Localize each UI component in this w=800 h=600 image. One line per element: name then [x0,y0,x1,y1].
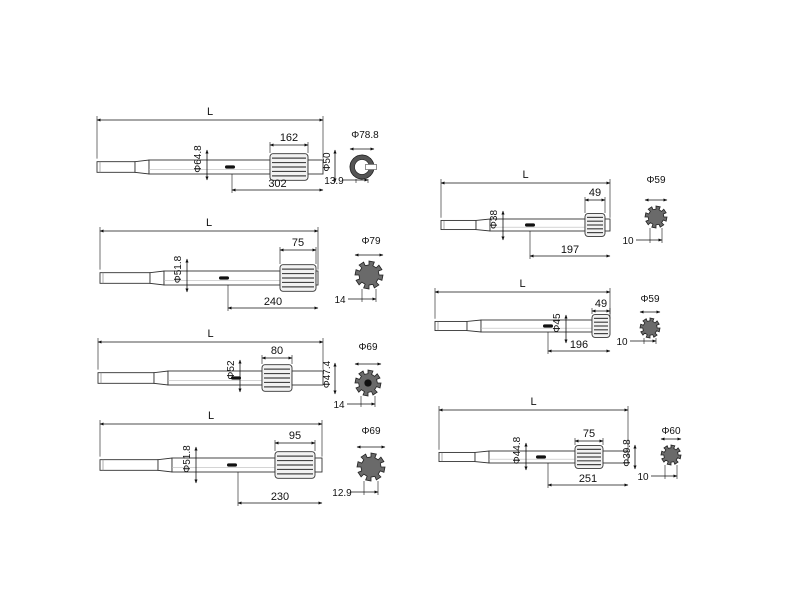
split-end-slot [365,164,377,170]
shank-taper [474,450,490,464]
shank-tip [604,218,611,232]
spline-gear-end-view [356,452,386,482]
key-slot [225,165,235,169]
key-slot [219,276,229,280]
working-length-label: 251 [579,473,597,485]
spline-length-label: 95 [289,430,301,442]
shank-diameter-label: Φ45 [552,313,563,333]
shank-tip [291,370,324,386]
overall-length-label: L [519,278,525,290]
drawing-d2: L Φ51.8 75 240 Φ79 14 [99,217,384,311]
shank-taper [475,218,491,232]
overall-length-label: L [207,328,213,340]
shank-striking-end [434,320,468,332]
spline-length-label: 162 [280,132,298,144]
flat-width-label: 10 [622,236,634,247]
shank-body [148,159,271,175]
shank-diameter-label: Φ44.8 [512,436,523,464]
shank-striking-end [97,372,155,384]
tip-diameter-label: Φ47.4 [322,360,333,388]
shank-striking-end [99,272,151,284]
drawing-d4: L Φ51.8 95 230 Φ69 12.9 [99,410,386,506]
spline-length-label: 49 [589,187,601,199]
end-diameter-label: Φ60 [661,426,681,437]
shank-striking-end [438,451,476,463]
working-length-label: 197 [561,244,579,256]
shank-taper [466,319,482,333]
tip-diameter-label: Φ39.8 [622,439,633,467]
shank-diameter-label: Φ51.8 [182,445,193,473]
spline-length-label: 75 [583,428,595,440]
spline-length-label: 49 [595,298,607,310]
drawing-d7: L Φ44.8 75 251 Φ39.8 Φ60 10 [438,396,682,488]
end-diameter-label: Φ69 [361,426,381,437]
shank-diameter-label: Φ51.8 [173,255,184,283]
shank-striking-end [96,161,136,173]
overall-length-label: L [530,396,536,408]
shank-taper [153,370,169,386]
shank-taper [134,159,150,175]
spline-gear-end-view [354,260,384,290]
shank-tip [315,270,319,286]
shank-striking-end [440,219,477,231]
shank-tip [314,457,323,473]
spline-length-label: 75 [292,237,304,249]
shank-diameter-label: Φ52 [226,360,237,380]
flat-width-label: 14 [334,295,346,306]
shank-taper [157,457,173,473]
shank-diameter-label: Φ38 [489,210,500,230]
end-diameter-label: Φ59 [640,294,660,305]
working-length-label: 240 [264,296,282,308]
shank-tip [602,450,629,464]
flushing-hole [364,379,372,387]
flat-width-label: 12.9 [332,488,352,499]
overall-length-label: L [208,410,214,422]
drawing-d6: L Φ45 49 196 Φ59 10 [434,278,661,354]
spline-gear-end-view [644,205,668,229]
spline-length-label: 80 [271,345,283,357]
shank-body [167,370,263,386]
end-diameter-label: Φ78.8 [351,130,379,141]
shank-striking-end [99,459,159,471]
end-diameter-label: Φ79 [361,236,381,247]
key-slot [227,463,237,467]
spline-gear-end-view [660,444,682,466]
shank-body [480,319,593,333]
overall-length-label: L [522,169,528,181]
spline-gear-end-view [639,317,661,339]
working-length-label: 196 [570,339,588,351]
key-slot [543,324,553,328]
key-slot [536,455,546,459]
overall-length-label: L [207,106,213,118]
shank-body [488,450,576,464]
flat-width-label: 13.9 [324,176,344,187]
shank-body [489,218,586,232]
flat-width-label: 10 [616,337,628,348]
key-slot [525,223,535,227]
end-diameter-label: Φ69 [358,342,378,353]
shank-tip [307,159,324,175]
shank-diameter-label: Φ64.8 [193,145,204,173]
flat-width-label: 10 [637,472,649,483]
working-length-label: 302 [268,178,286,190]
tip-diameter-label: Φ50 [322,152,333,172]
working-length-label: 230 [271,491,289,503]
flat-width-label: 14 [333,400,345,411]
drawing-d1: L Φ64.8 162 302 Φ50 Φ78.8 13.9 [96,106,379,193]
shank-taper [149,270,165,286]
overall-length-label: L [206,217,212,229]
drawing-d5: L Φ38 49 197 Φ59 10 [440,169,668,259]
end-diameter-label: Φ59 [646,175,666,186]
